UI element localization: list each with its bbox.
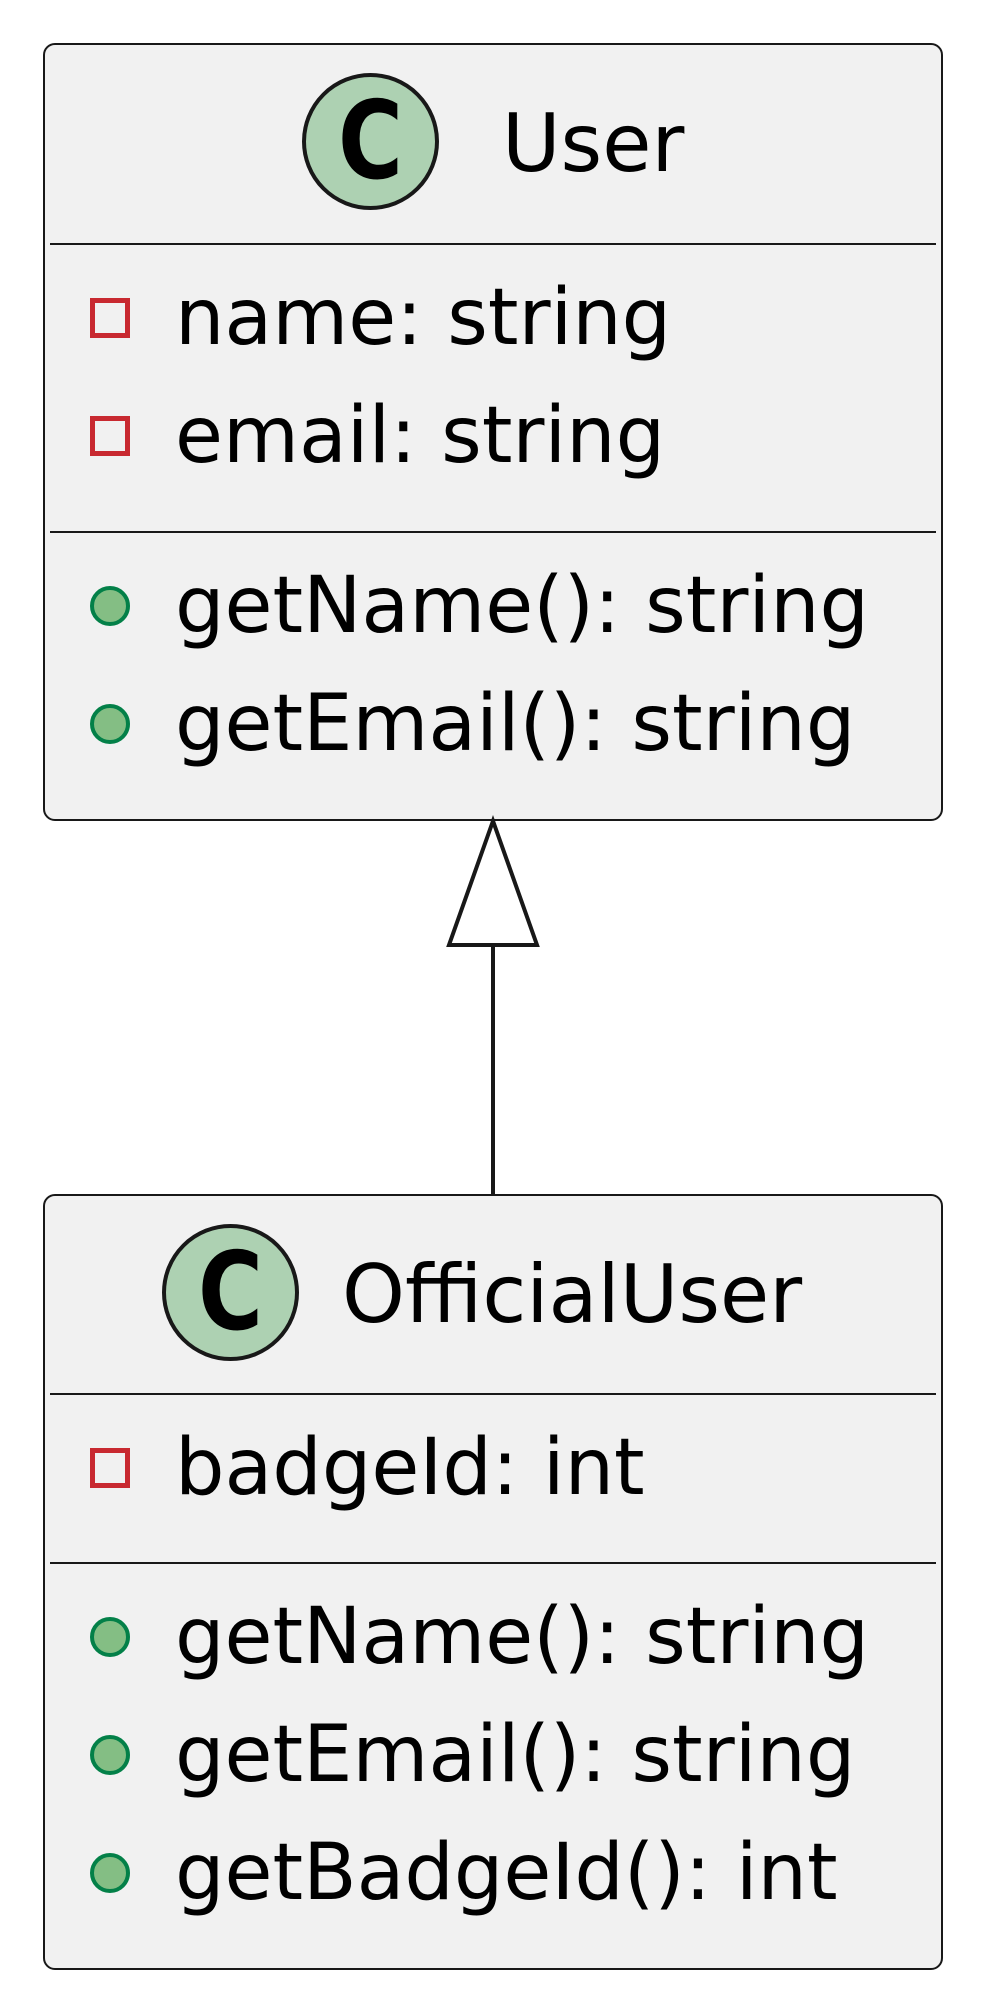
class-officialuser[interactable]: C OfficialUser badgeId: int getName(): s… [43,1194,943,1970]
public-visibility-icon [90,586,130,626]
field-text: email: string [175,391,666,481]
method-row: getBadgeId(): int [50,1814,936,1932]
class-header: C OfficialUser [50,1196,936,1395]
field-row: email: string [50,377,936,495]
inheritance-arrowhead-icon [446,815,540,947]
method-text: getEmail(): string [175,1710,856,1800]
methods-section: getName(): string getEmail(): string get… [50,1564,936,1932]
methods-section: getName(): string getEmail(): string [50,533,936,783]
public-visibility-icon [90,704,130,744]
class-badge-letter: C [337,78,403,204]
class-c-icon: C [302,73,439,210]
method-row: getEmail(): string [50,665,936,783]
class-name: OfficialUser [342,1247,803,1341]
field-row: name: string [50,259,936,377]
public-visibility-icon [90,1617,130,1657]
fields-section: name: string email: string [50,245,936,533]
field-row: badgeId: int [50,1409,936,1527]
method-text: getBadgeId(): int [175,1828,838,1918]
class-c-icon: C [162,1224,299,1361]
class-user[interactable]: C User name: string email: string getNam… [43,43,943,821]
class-name: User [502,97,685,190]
method-row: getName(): string [50,547,936,665]
class-header: C User [50,45,936,245]
method-row: getEmail(): string [50,1696,936,1814]
public-visibility-icon [90,1853,130,1893]
private-visibility-icon [90,298,130,338]
private-visibility-icon [90,1448,130,1488]
fields-section: badgeId: int [50,1395,936,1564]
method-text: getEmail(): string [175,679,856,769]
method-text: getName(): string [175,561,870,651]
class-badge-letter: C [197,1229,263,1355]
method-text: getName(): string [175,1592,870,1682]
field-text: name: string [175,273,672,363]
method-row: getName(): string [50,1578,936,1696]
private-visibility-icon [90,416,130,456]
field-text: badgeId: int [175,1423,645,1513]
public-visibility-icon [90,1735,130,1775]
